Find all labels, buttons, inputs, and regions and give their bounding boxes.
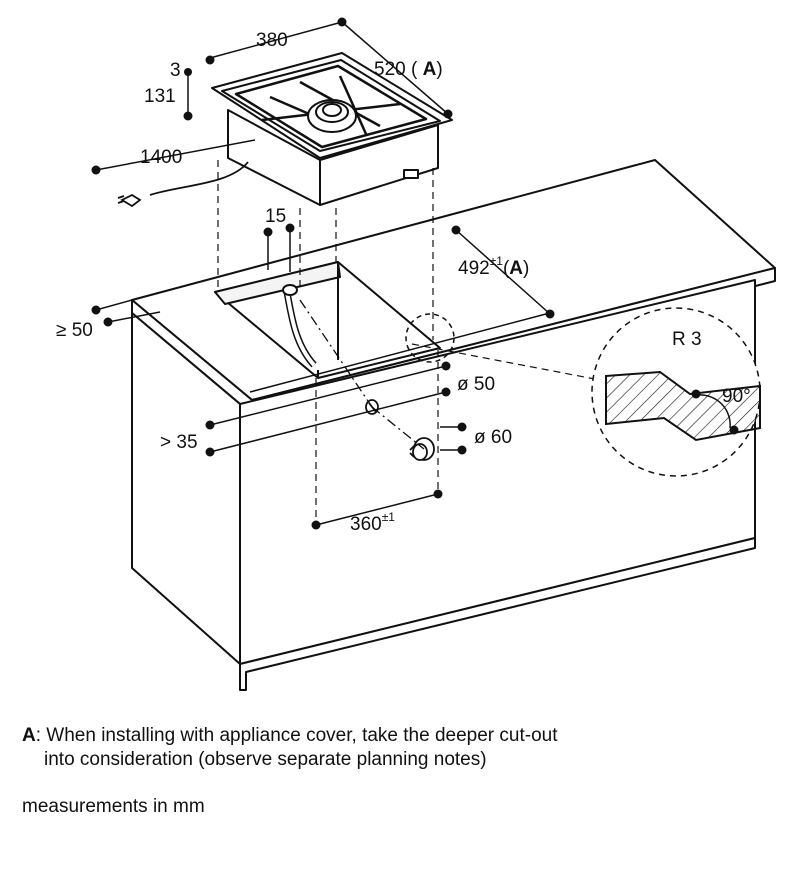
label-hole-60: ø 60 [474, 427, 512, 448]
note-line-2: into consideration (observe separate pla… [44, 749, 487, 770]
label-hole-50: ø 50 [457, 374, 495, 395]
dimension-labels: 380 520 ( A) 3 131 1400 15 492±1(A) ≥ 50… [56, 30, 751, 535]
label-520: 520 ( A) [374, 59, 443, 80]
units-note: measurements in mm [22, 796, 205, 817]
axis-lines [299, 299, 425, 450]
note-letter: A [22, 725, 36, 746]
label-angle: 90° [722, 386, 751, 407]
detail-view [405, 307, 761, 477]
label-131: 131 [144, 86, 176, 107]
label-1400: 1400 [140, 147, 182, 168]
label-radius: R 3 [672, 329, 702, 350]
label-360: 360±1 [350, 510, 395, 535]
label-front-35: > 35 [160, 432, 198, 453]
label-3: 3 [170, 60, 181, 81]
gas-hose [282, 284, 317, 368]
label-492: 492±1(A) [458, 254, 529, 279]
appliance [211, 52, 453, 206]
cutout [214, 261, 441, 379]
installation-diagram: 380 520 ( A) 3 131 1400 15 492±1(A) ≥ 50… [56, 17, 776, 691]
label-front-50: ≥ 50 [56, 320, 93, 341]
note-a: A : When installing with appliance cover… [22, 724, 782, 748]
gas-connection [365, 399, 435, 461]
projection-lines [217, 160, 601, 520]
label-380: 380 [256, 30, 288, 51]
power-cable [117, 161, 249, 208]
label-15: 15 [265, 206, 286, 227]
note-line-1: : When installing with appliance cover, … [35, 725, 558, 746]
dimension-dots [91, 17, 739, 530]
notes: A : When installing with appliance cover… [22, 724, 782, 772]
